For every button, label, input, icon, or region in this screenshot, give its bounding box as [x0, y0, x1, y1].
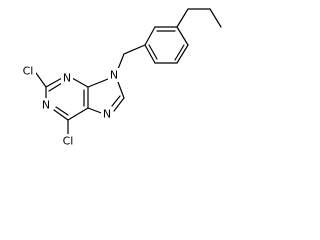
atom-cl-top: Cl: [20, 64, 36, 78]
bond-ethyl-ch3-end: [209, 8, 222, 28]
atom-n3: N: [61, 71, 73, 85]
atom-n9: N: [108, 68, 120, 82]
atom-cl-bottom: Cl: [60, 134, 76, 148]
bond-ph6-ph1: [144, 44, 156, 64]
bond-c2-n3: [45, 77, 63, 88]
bond-ph6-ph1-double: [148, 44, 158, 60]
bond-c2-n3-double: [48, 82, 63, 92]
svg-text:Cl: Cl: [23, 65, 34, 78]
atom-labels: Cl N N Cl N N: [20, 64, 120, 148]
bond-c4-n9: [87, 78, 109, 88]
bond-c6-n1: [53, 109, 69, 121]
bond-c8-n7-double: [111, 95, 121, 107]
bond-ph3-ph4: [176, 26, 189, 46]
bond-n3-c4: [71, 77, 89, 88]
bond-c8-n7: [113, 97, 125, 112]
bond-ph4-ph5: [176, 44, 189, 64]
svg-text:N: N: [103, 108, 111, 121]
bonds: [35, 8, 222, 135]
chemical-structure: Cl N N Cl N N: [20, 8, 222, 148]
bond-n9-c8: [117, 81, 125, 99]
svg-text:Cl: Cl: [63, 135, 74, 148]
svg-text:N: N: [63, 72, 71, 85]
atom-n1: N: [40, 98, 52, 112]
svg-text:N: N: [42, 99, 50, 112]
bond-ph4-ph5-double: [174, 44, 185, 61]
bond-c6-n1-double: [55, 106, 69, 116]
bond-ch2-phenyl: [123, 44, 146, 55]
bond-cl-c2: [35, 72, 47, 88]
atom-n7: N: [101, 107, 113, 121]
svg-text:N: N: [110, 69, 118, 82]
bond-c5-c6: [67, 107, 89, 121]
bond-ph1-ph2: [144, 26, 156, 46]
bond-n9-ch2: [117, 53, 125, 70]
bond-ph4-ethyl-ch2: [176, 8, 189, 28]
